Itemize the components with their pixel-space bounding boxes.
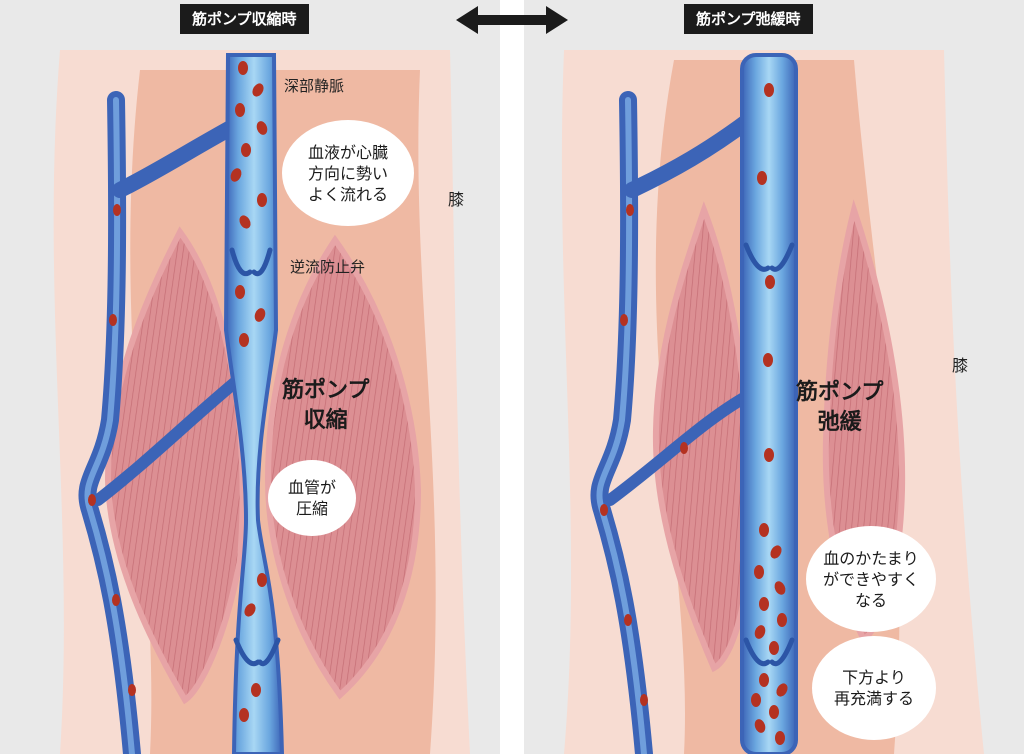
- muscle-state-right-text: 筋ポンプ 弛緩: [796, 380, 884, 435]
- superficial-vein-highlight-right: [596, 97, 647, 754]
- valve-label: 逆流防止弁: [290, 258, 366, 276]
- blood-cells-left: [88, 61, 268, 722]
- double-arrow-icon: [456, 6, 568, 34]
- panel-divider: [500, 0, 524, 754]
- flow-bubble-text: 血液が心臓 方向に勢い よく流れる: [307, 142, 388, 204]
- valve-lower: [233, 637, 281, 667]
- muscle-right: [264, 234, 422, 700]
- refill-bubble-text: 下方より 再充満する: [833, 668, 914, 708]
- left-title: 筋ポンプ収縮時: [180, 4, 309, 34]
- muscle-state-right: 筋ポンプ 弛緩: [796, 378, 883, 438]
- vessel-bubble-text: 血管が 圧縮: [287, 478, 336, 518]
- valve-upper: [229, 247, 273, 277]
- right-title: 筋ポンプ弛緩時: [684, 4, 813, 34]
- knee-label-right: 膝: [952, 356, 969, 375]
- superficial-vein-highlight: [84, 97, 135, 754]
- left-diagram: [53, 50, 470, 754]
- muscle-state-left-text: 筋ポンプ 収縮: [282, 378, 370, 433]
- left-panel-contracted: [0, 0, 500, 754]
- connecting-branch-lower: [92, 364, 256, 506]
- knee-label-left: 膝: [448, 190, 465, 209]
- clot-bubble-text: 血のかたまり ができやすく なる: [822, 548, 919, 610]
- muscle-state-left: 筋ポンプ 収縮: [282, 376, 369, 436]
- flow-bubble: 血液が心臓 方向に勢い よく流れる: [282, 120, 414, 226]
- connecting-branch-upper-right: [624, 112, 757, 198]
- blood-cells-right: [600, 83, 788, 745]
- refill-bubble: 下方より 再充満する: [812, 636, 936, 740]
- right-diagram: [561, 50, 984, 754]
- deep-vein-right: [740, 53, 798, 754]
- vessel-bubble: 血管が 圧縮: [268, 460, 356, 536]
- clot-bubble: 血のかたまり ができやすく なる: [806, 526, 936, 632]
- deep-vein-label: 深部静脈: [284, 77, 345, 95]
- valve-lower-right: [743, 637, 795, 667]
- right-panel-relaxed: [524, 0, 1024, 754]
- valve-upper-right: [743, 242, 795, 272]
- deep-vein: [223, 53, 285, 754]
- connecting-branch-lower-right: [604, 389, 755, 506]
